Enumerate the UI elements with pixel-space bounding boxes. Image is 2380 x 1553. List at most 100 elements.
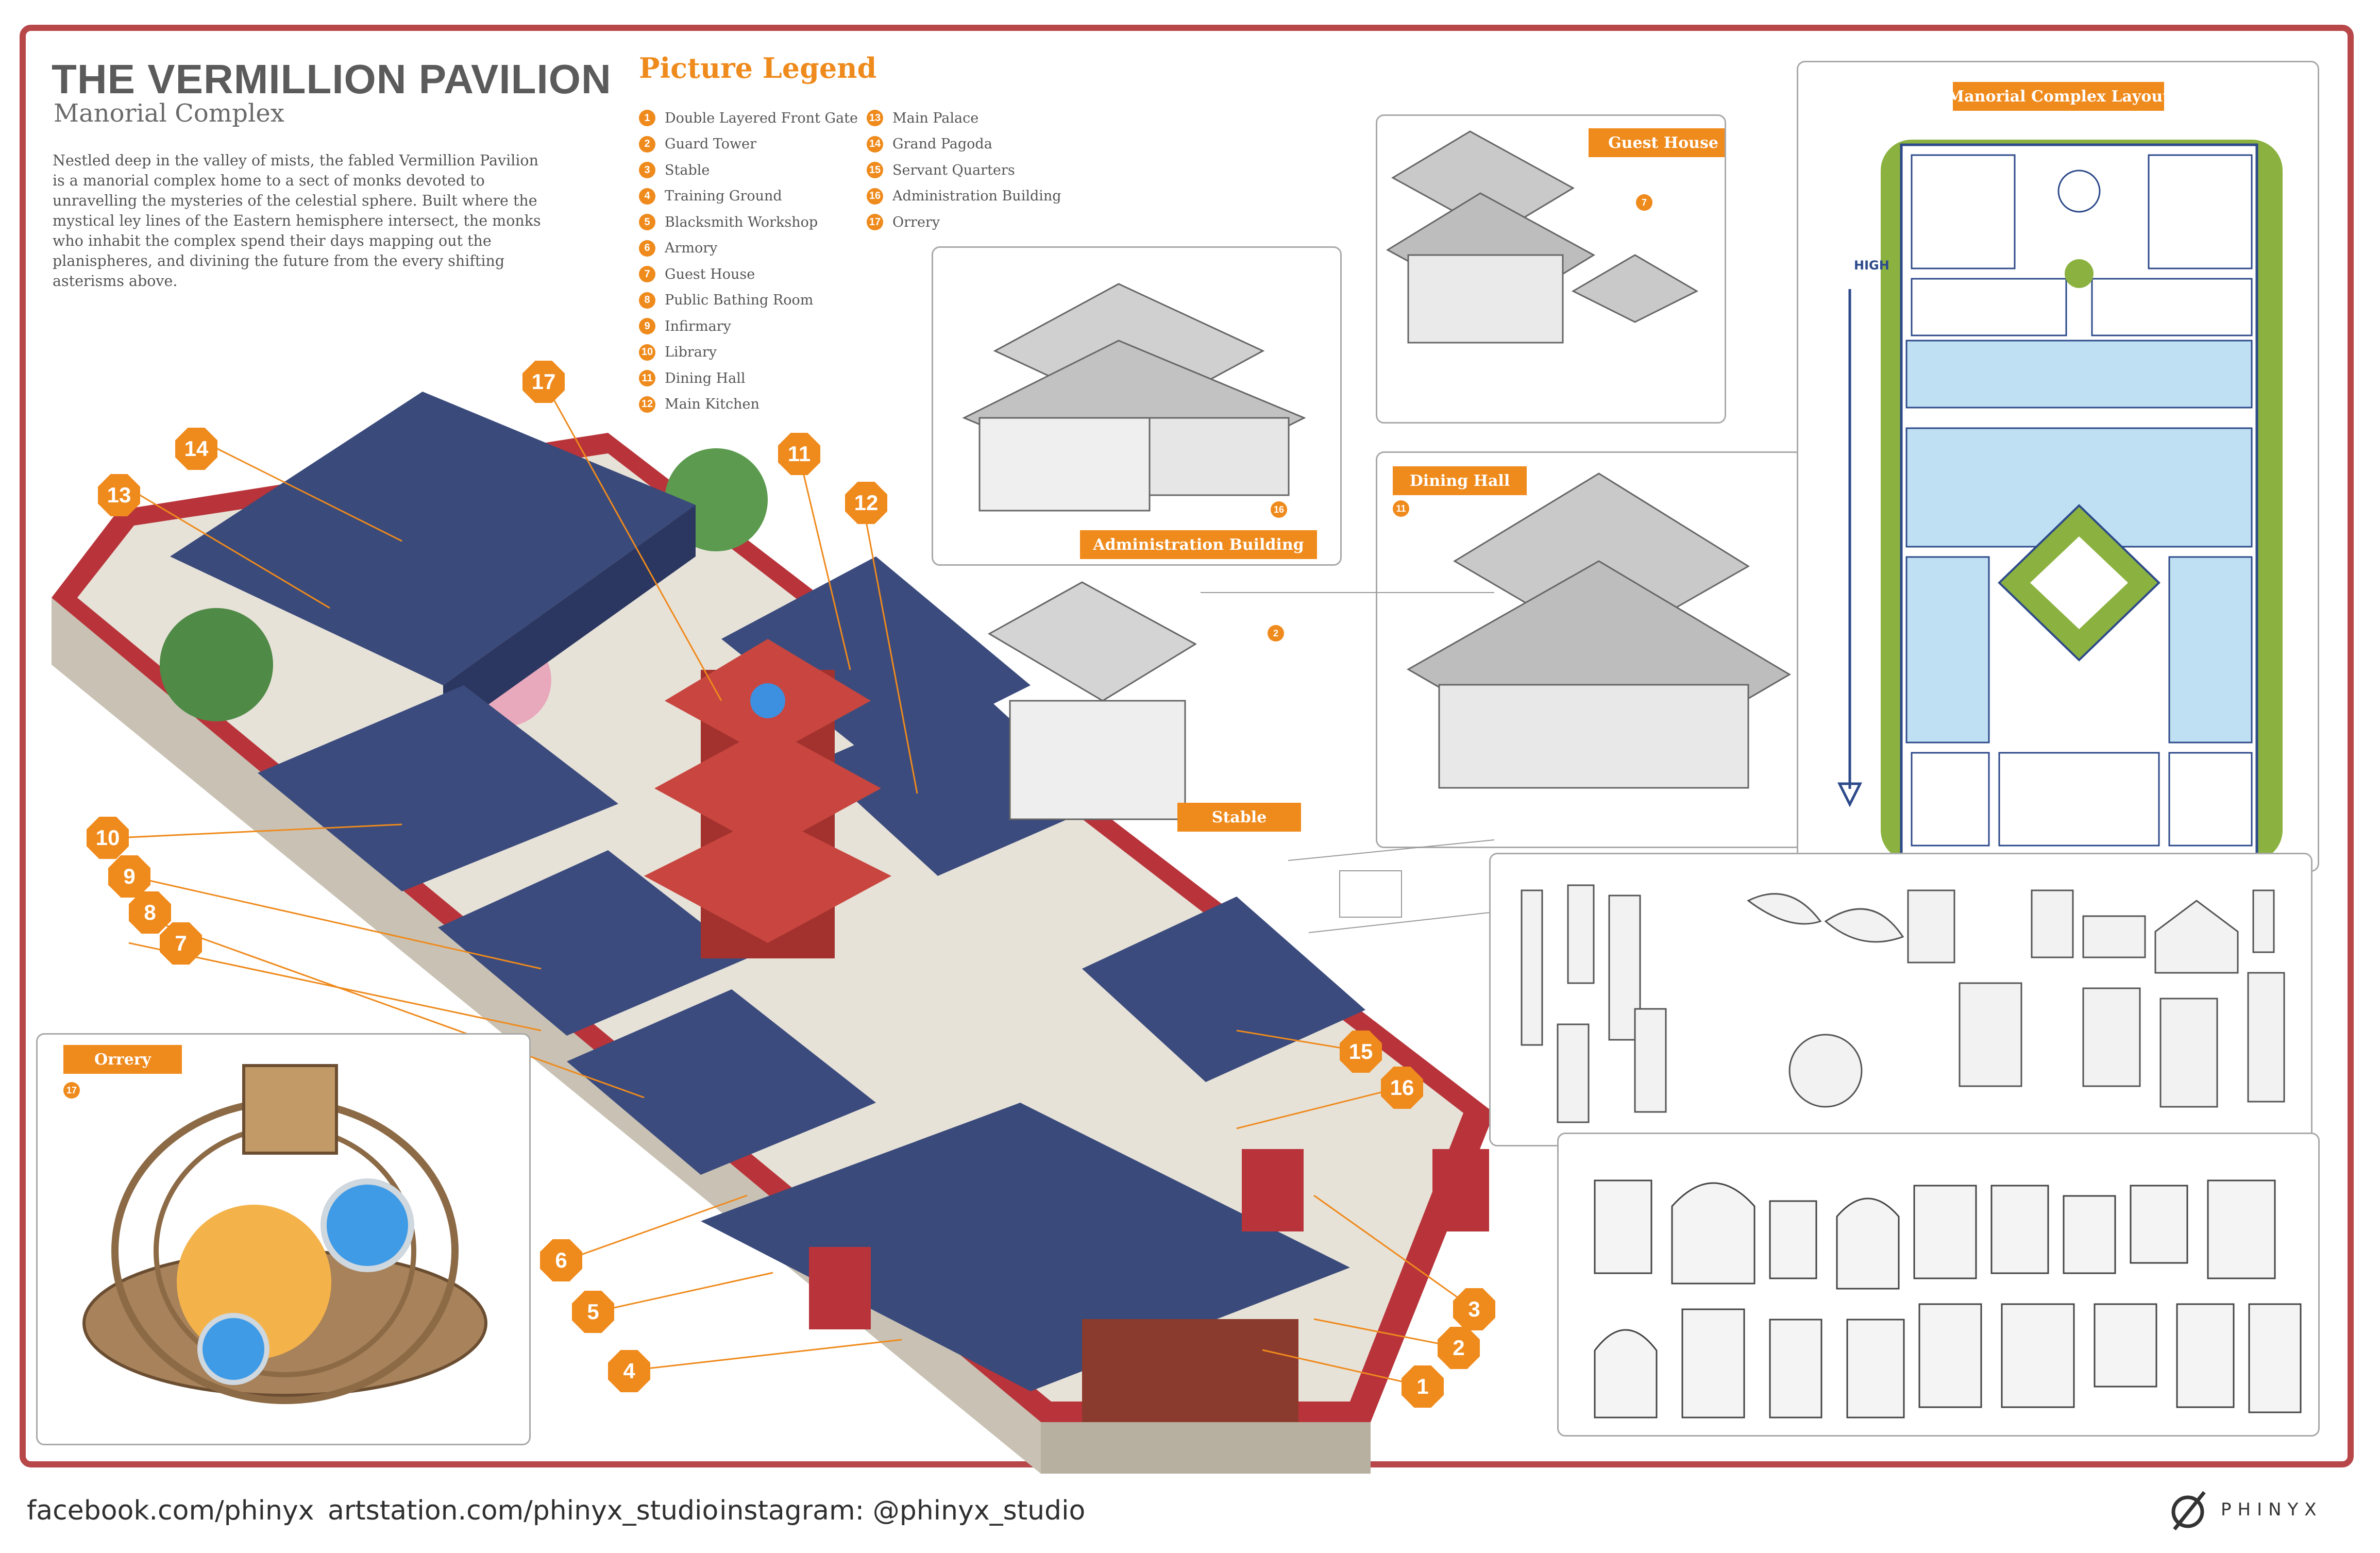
pagoda-roof-tier <box>644 814 891 943</box>
legend-item: 13 Main Palace <box>867 105 1061 131</box>
legend-number: 1 <box>639 110 655 127</box>
poster-subtitle: Manorial Complex <box>54 99 284 128</box>
guest-house-number: 7 <box>1636 194 1652 211</box>
guest-house-label: Guest House <box>1589 128 1725 157</box>
legend-title: Picture Legend <box>639 52 877 85</box>
callout-13: 13 <box>98 474 140 516</box>
callout-16: 16 <box>1381 1067 1423 1109</box>
legend-label: Training Ground <box>665 188 782 205</box>
layout-arrow-label: HIGH <box>1854 258 1889 273</box>
legend-number: 17 <box>867 214 883 231</box>
legend-label: Guest House <box>665 266 755 282</box>
callout-6: 6 <box>540 1239 582 1281</box>
doors-drawing <box>1594 1179 2302 1419</box>
stable-label: Stable <box>1177 803 1301 832</box>
wall-front <box>1041 1422 1371 1474</box>
library-roof <box>258 685 618 891</box>
legend-number: 6 <box>639 240 655 257</box>
legend-label: Blacksmith Workshop <box>665 214 818 230</box>
stable-number: 2 <box>1268 625 1284 642</box>
legend-label: Main Kitchen <box>665 396 759 413</box>
legend-item: 6 Armory <box>639 235 858 262</box>
legend-label: Guard Tower <box>665 136 756 153</box>
facebook-link[interactable]: facebook.com/phinyx <box>27 1495 314 1526</box>
legend-number: 5 <box>639 214 655 231</box>
legend-number: 9 <box>639 318 655 335</box>
layout-label: Manorial Complex Layout <box>1947 82 2170 111</box>
guard-tower <box>1242 1149 1304 1231</box>
legend-label: Infirmary <box>665 318 731 334</box>
dining-hall-drawing <box>1406 472 1791 789</box>
leader-lines <box>128 381 1474 1387</box>
legend-label: Main Palace <box>892 110 979 126</box>
callout-9: 9 <box>108 855 150 898</box>
legend-number: 11 <box>639 370 655 387</box>
legend-label: Armory <box>665 240 718 257</box>
legend-label: Public Bathing Room <box>665 292 814 309</box>
infirmary-roof <box>438 850 747 1036</box>
legend-label: Orrery <box>892 214 940 230</box>
legend-number: 15 <box>867 162 883 179</box>
legend-label: Grand Pagoda <box>892 136 992 153</box>
legend-item: 16 Administration Building <box>867 183 1061 210</box>
legend-item: 1 Double Layered Front Gate <box>639 105 858 131</box>
legend-number: 10 <box>639 344 655 361</box>
instagram-link[interactable]: instagram: @phinyx_studio <box>719 1495 1086 1526</box>
callout-14: 14 <box>175 428 217 470</box>
orrery-number: 17 <box>63 1082 80 1099</box>
callout-2: 2 <box>1438 1327 1480 1369</box>
artstation-link[interactable]: artstation.com/phinyx_studio <box>328 1495 719 1526</box>
guest-house-drawing <box>1386 130 1699 344</box>
callout-17: 17 <box>522 361 565 403</box>
brand-name: PHINYX <box>2221 1499 2323 1520</box>
callout-5: 5 <box>572 1291 614 1333</box>
poster-title: THE VERMILLION PAVILION <box>52 56 612 102</box>
pagoda-orb <box>750 683 785 718</box>
callout-4: 4 <box>608 1350 650 1392</box>
legend-item: 7 Guest House <box>639 261 858 288</box>
kitchen-roof <box>814 690 1103 876</box>
description-paragraph: Nestled deep in the valley of mists, the… <box>53 152 541 290</box>
props-drawing <box>1521 884 2285 1123</box>
legend-item: 2 Guard Tower <box>639 131 858 158</box>
layout-floorplan <box>1837 140 2283 861</box>
phinyx-logo-icon <box>2171 1491 2206 1530</box>
legend-item: 9 Infirmary <box>639 313 858 340</box>
legend-number: 2 <box>639 136 655 153</box>
main-palace-eave <box>443 505 696 737</box>
legend-number: 3 <box>639 162 655 179</box>
legend-number: 7 <box>639 266 655 283</box>
legend-label: Library <box>665 344 717 361</box>
administration-label: Administration Building <box>1080 530 1317 559</box>
administration-drawing <box>962 283 1306 512</box>
callout-15: 15 <box>1340 1031 1382 1073</box>
orrery-label: Orrery <box>63 1045 182 1074</box>
legend-label: Administration Building <box>892 188 1061 205</box>
legend-item: 17 Orrery <box>867 209 1061 235</box>
legend-number: 13 <box>867 110 883 127</box>
legend-item: 10 Library <box>639 340 858 366</box>
callout-10: 10 <box>87 817 129 859</box>
guest-house-panel: Guest House 7 <box>1376 114 1726 424</box>
layout-panel: Manorial Complex Layout HIGH <box>1797 61 2319 872</box>
legend-number: 16 <box>867 188 883 205</box>
pagoda-roof-tier <box>654 727 881 850</box>
legend-item: 4 Training Ground <box>639 183 858 210</box>
callout-12: 12 <box>845 482 887 524</box>
guard-tower <box>1432 1149 1489 1231</box>
legend-number: 4 <box>639 188 655 205</box>
administration-panel: 16 Administration Building <box>932 246 1342 566</box>
legend-label: Double Layered Front Gate <box>665 110 858 126</box>
guard-tower <box>809 1247 871 1329</box>
callout-7: 7 <box>160 922 202 965</box>
orrery-panel: Orrery 17 <box>36 1033 531 1445</box>
bathing-room-roof <box>567 989 876 1175</box>
dining-hall-panel: Dining Hall 11 <box>1376 451 1803 848</box>
